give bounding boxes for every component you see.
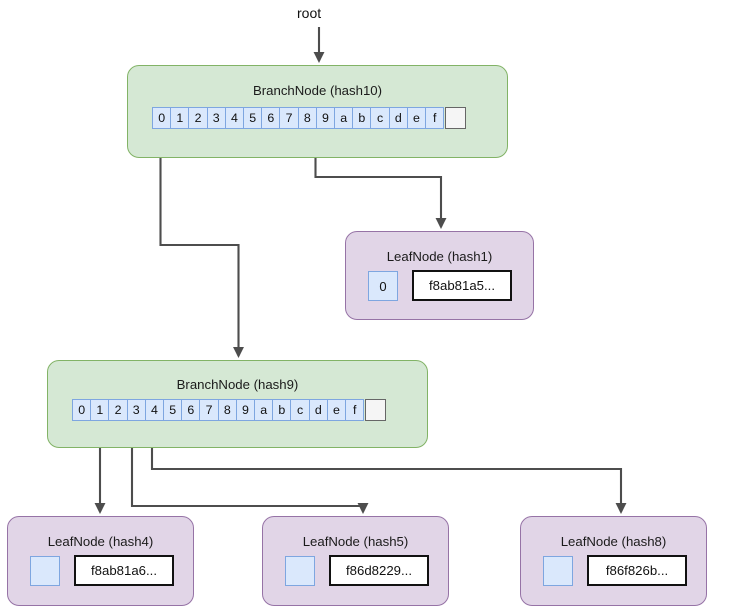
- branch-hash9-slot-3[interactable]: 3: [126, 399, 146, 421]
- branch-hash10-slot-f[interactable]: f: [425, 107, 445, 129]
- branch-node-hash9-title: BranchNode (hash9): [176, 377, 299, 392]
- edge-branch-hash10-slot0-to-branch-hash9: [159, 128, 244, 358]
- branch-node-hash9-slot-row: 0 1 2 3 4 5 6 7 8 9 a b c d e f: [72, 399, 386, 421]
- branch-hash9-slot-b[interactable]: b: [272, 399, 292, 421]
- leaf-node-hash4-value[interactable]: f8ab81a6...: [74, 555, 174, 586]
- branch-hash10-slot-2[interactable]: 2: [188, 107, 208, 129]
- branch-hash10-value-slot[interactable]: [444, 107, 466, 129]
- leaf-node-hash4-key[interactable]: [30, 556, 60, 586]
- branch-hash9-slot-8[interactable]: 8: [217, 399, 237, 421]
- branch-hash9-slot-7[interactable]: 7: [199, 399, 219, 421]
- leaf-node-hash1-value[interactable]: f8ab81a5...: [412, 270, 512, 301]
- branch-hash10-slot-d[interactable]: d: [388, 107, 408, 129]
- branch-hash10-slot-4[interactable]: 4: [224, 107, 245, 129]
- branch-hash9-value-slot[interactable]: [364, 399, 386, 421]
- leaf-node-hash8[interactable]: LeafNode (hash8) f86f826b...: [520, 516, 707, 606]
- branch-hash9-slot-0[interactable]: 0: [72, 399, 92, 421]
- leaf-node-hash5[interactable]: LeafNode (hash5) f86d8229...: [262, 516, 449, 606]
- branch-hash9-slot-2[interactable]: 2: [108, 399, 128, 421]
- branch-hash10-slot-c[interactable]: c: [370, 107, 390, 129]
- leaf-node-hash1-key[interactable]: 0: [368, 271, 398, 301]
- leaf-node-hash4[interactable]: LeafNode (hash4) f8ab81a6...: [7, 516, 194, 606]
- branch-node-hash10-title: BranchNode (hash10): [252, 83, 383, 98]
- branch-hash10-slot-3[interactable]: 3: [206, 107, 226, 129]
- branch-hash10-slot-b[interactable]: b: [352, 107, 372, 129]
- branch-hash9-slot-c[interactable]: c: [290, 399, 310, 421]
- branch-hash10-slot-1[interactable]: 1: [170, 107, 190, 129]
- leaf-node-hash1-title: LeafNode (hash1): [386, 249, 493, 264]
- branch-hash10-slot-a[interactable]: a: [334, 107, 354, 129]
- branch-hash9-slot-1[interactable]: 1: [90, 399, 110, 421]
- branch-node-hash10-slot-row: 0 1 2 3 4 5 6 7 8 9 a b c d e f: [152, 107, 466, 129]
- branch-hash10-slot-5[interactable]: 5: [243, 107, 263, 129]
- branch-hash9-slot-5[interactable]: 5: [163, 399, 183, 421]
- branch-hash9-slot-6[interactable]: 6: [181, 399, 201, 421]
- branch-hash9-slot-9[interactable]: 9: [235, 399, 256, 421]
- branch-hash10-slot-7[interactable]: 7: [279, 107, 299, 129]
- leaf-node-hash5-key[interactable]: [285, 556, 315, 586]
- branch-hash10-slot-e[interactable]: e: [406, 107, 427, 129]
- leaf-node-hash5-value[interactable]: f86d8229...: [329, 555, 429, 586]
- leaf-node-hash8-value[interactable]: f86f826b...: [587, 555, 687, 586]
- branch-hash9-slot-f[interactable]: f: [345, 399, 365, 421]
- branch-hash10-slot-9[interactable]: 9: [315, 107, 336, 129]
- leaf-node-hash8-title: LeafNode (hash8): [560, 534, 667, 549]
- branch-hash10-slot-8[interactable]: 8: [297, 107, 317, 129]
- branch-node-hash10[interactable]: BranchNode (hash10) 0 1 2 3 4 5 6 7 8 9 …: [127, 65, 508, 158]
- leaf-node-hash4-title: LeafNode (hash4): [47, 534, 154, 549]
- root-label: root: [297, 5, 322, 21]
- branch-hash9-slot-a[interactable]: a: [254, 399, 274, 421]
- leaf-node-hash1[interactable]: LeafNode (hash1) 0 f8ab81a5...: [345, 231, 534, 320]
- branch-hash9-slot-4[interactable]: 4: [144, 399, 165, 421]
- leaf-node-hash5-title: LeafNode (hash5): [302, 534, 409, 549]
- branch-node-hash9[interactable]: BranchNode (hash9) 0 1 2 3 4 5 6 7 8 9 a…: [47, 360, 428, 448]
- leaf-node-hash8-key[interactable]: [543, 556, 573, 586]
- branch-hash10-slot-0[interactable]: 0: [152, 107, 172, 129]
- branch-hash10-slot-6[interactable]: 6: [261, 107, 281, 129]
- branch-hash9-slot-e[interactable]: e: [326, 399, 347, 421]
- branch-hash9-slot-d[interactable]: d: [308, 399, 328, 421]
